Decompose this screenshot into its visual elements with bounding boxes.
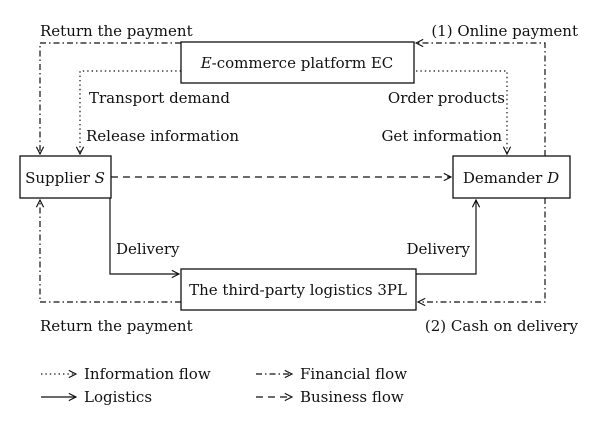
node-3pl-label: The third-party logistics 3PL (189, 281, 407, 299)
node-demander: Demander D (452, 155, 571, 199)
node-3pl: The third-party logistics 3PL (180, 268, 417, 311)
node-ec-label: E-commerce platform EC (200, 54, 394, 72)
label-delivery-left: Delivery (116, 240, 180, 258)
node-ec: E-commerce platform EC (180, 41, 415, 84)
label-return-payment-top: Return the payment (40, 22, 193, 40)
node-supplier: Supplier S (19, 155, 112, 199)
financial-flow-return-payment-top (40, 42, 181, 154)
label-get-information: Get information (381, 127, 502, 145)
legend-financial-flow-label: Financial flow (300, 365, 407, 383)
logistics-supplier-to-3pl (109, 198, 179, 274)
label-order-products: Order products (388, 89, 505, 107)
label-cash-on-delivery: (2) Cash on delivery (425, 317, 579, 335)
label-return-payment-bottom: Return the payment (40, 317, 193, 335)
logistics-3pl-to-demander (416, 200, 476, 275)
legend: Information flow Logistics Financial flo… (41, 365, 407, 406)
label-release-information: Release information (86, 127, 239, 145)
financial-flow-online-payment (416, 43, 546, 156)
label-online-payment: (1) Online payment (431, 22, 578, 40)
financial-flow-return-payment-bottom (40, 200, 181, 303)
node-supplier-label: Supplier S (25, 169, 105, 187)
label-delivery-right: Delivery (407, 240, 471, 258)
node-demander-label: Demander D (463, 169, 559, 187)
info-flow-get-information (416, 70, 507, 154)
legend-logistics-label: Logistics (84, 388, 152, 406)
label-transport-demand: Transport demand (89, 89, 230, 107)
legend-business-flow-label: Business flow (300, 388, 404, 406)
financial-flow-cash-on-delivery (418, 198, 546, 302)
legend-information-flow-label: Information flow (84, 365, 211, 383)
